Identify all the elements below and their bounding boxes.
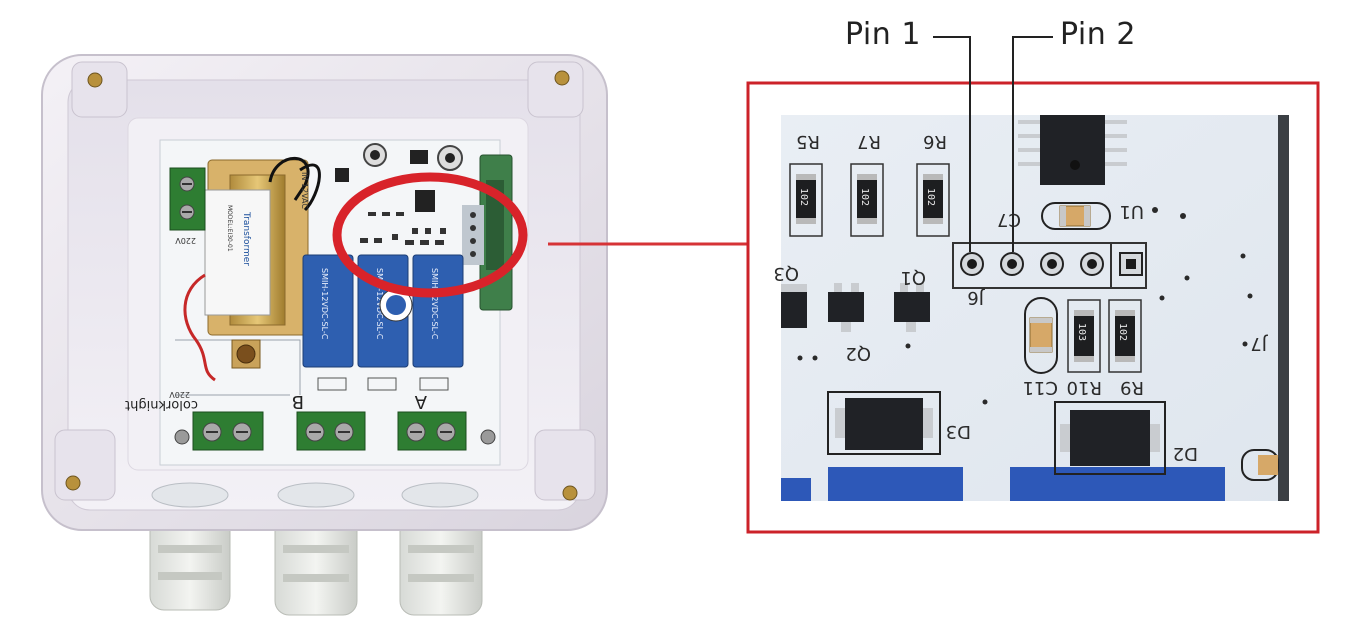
label-r10: R10 bbox=[1067, 377, 1102, 398]
relay-3-label: SMIH-12VDC-SL-C bbox=[430, 268, 439, 340]
relay-2-label: SMIH-12VDC-SL-C bbox=[375, 268, 384, 340]
terminal-block-left bbox=[169, 167, 206, 231]
relay-3: SMIH-12VDC-SL-C bbox=[412, 254, 464, 368]
pin2-leader-line bbox=[1012, 36, 1053, 252]
diode-d2 bbox=[1054, 401, 1166, 475]
pin-2-label: Pin 2 bbox=[1060, 17, 1136, 52]
transformer: Transformer MODEL:EI30-01 bbox=[183, 156, 321, 382]
pin-header-small bbox=[462, 205, 484, 265]
pin1-leader-line bbox=[933, 36, 971, 252]
corner-post-tr bbox=[527, 61, 584, 118]
terminal-block-bottom-2 bbox=[296, 411, 366, 451]
label-220v-bottom: 220V bbox=[169, 390, 190, 399]
corner-post-tl bbox=[71, 61, 128, 118]
label-terminal-a: A bbox=[414, 391, 427, 412]
smd-cluster bbox=[360, 212, 446, 245]
label-d3: D3 bbox=[946, 421, 971, 442]
r10-code: 103 bbox=[1076, 323, 1087, 341]
transformer-model: MODEL:EI30-01 bbox=[226, 205, 233, 252]
label-j7: J7 bbox=[1250, 333, 1268, 354]
corner-post-br bbox=[534, 429, 596, 501]
label-r5: R5 bbox=[796, 131, 820, 152]
resistor-r10: 103 bbox=[1067, 299, 1101, 373]
transformer-name: Transformer bbox=[241, 211, 251, 266]
resistor-r7: 102 bbox=[850, 163, 884, 237]
pin-1-label: Pin 1 bbox=[845, 17, 921, 52]
diode-d3 bbox=[827, 391, 941, 455]
r5-code: 102 bbox=[798, 188, 809, 206]
label-brand: colorknight bbox=[125, 397, 198, 412]
r7-code: 102 bbox=[859, 188, 870, 206]
relay-1-label: SMIH-12VDC-SL-C bbox=[320, 268, 329, 340]
label-220v-top: 220V bbox=[175, 236, 196, 245]
highlight-ring bbox=[332, 172, 528, 298]
label-u1: U1 bbox=[1119, 201, 1144, 222]
terminal-block-bottom-3 bbox=[397, 411, 467, 451]
transistor-q3 bbox=[781, 284, 807, 328]
label-d2: D2 bbox=[1173, 443, 1198, 464]
transistor-q2 bbox=[828, 283, 864, 332]
label-r6: R6 bbox=[923, 131, 947, 152]
label-terminal-b: B bbox=[292, 391, 304, 412]
zoom-photo: 102 102 102 bbox=[773, 115, 1289, 501]
pin-header-j6 bbox=[952, 242, 1147, 289]
resistor-r9: 102 bbox=[1108, 299, 1142, 373]
label-r9: R9 bbox=[1120, 377, 1144, 398]
capacitor-c11 bbox=[1024, 297, 1058, 374]
label-supply: IN 12VAC bbox=[300, 172, 309, 209]
label-c7: C7 bbox=[997, 209, 1021, 230]
circuit-board: Transformer MODEL:EI30-01 220V IN 12VAC bbox=[125, 139, 513, 466]
label-q2: Q2 bbox=[845, 343, 871, 364]
r9-code: 102 bbox=[1117, 323, 1128, 341]
label-r7: R7 bbox=[857, 131, 881, 152]
resistor-r5: 102 bbox=[789, 163, 823, 237]
label-q1: Q1 bbox=[900, 267, 926, 288]
label-j6: J6 bbox=[967, 287, 985, 308]
relay-1: SMIH-12VDC-SL-C bbox=[302, 254, 354, 368]
r6-code: 102 bbox=[925, 188, 936, 206]
chip-u1 bbox=[1018, 115, 1127, 185]
corner-post-bl bbox=[54, 429, 116, 501]
transistor-q1 bbox=[894, 283, 930, 332]
label-c11: C11 bbox=[1023, 377, 1058, 398]
resistor-r6: 102 bbox=[916, 163, 950, 237]
label-q3: Q3 bbox=[773, 263, 799, 284]
terminal-block-bottom-1 bbox=[192, 411, 264, 451]
